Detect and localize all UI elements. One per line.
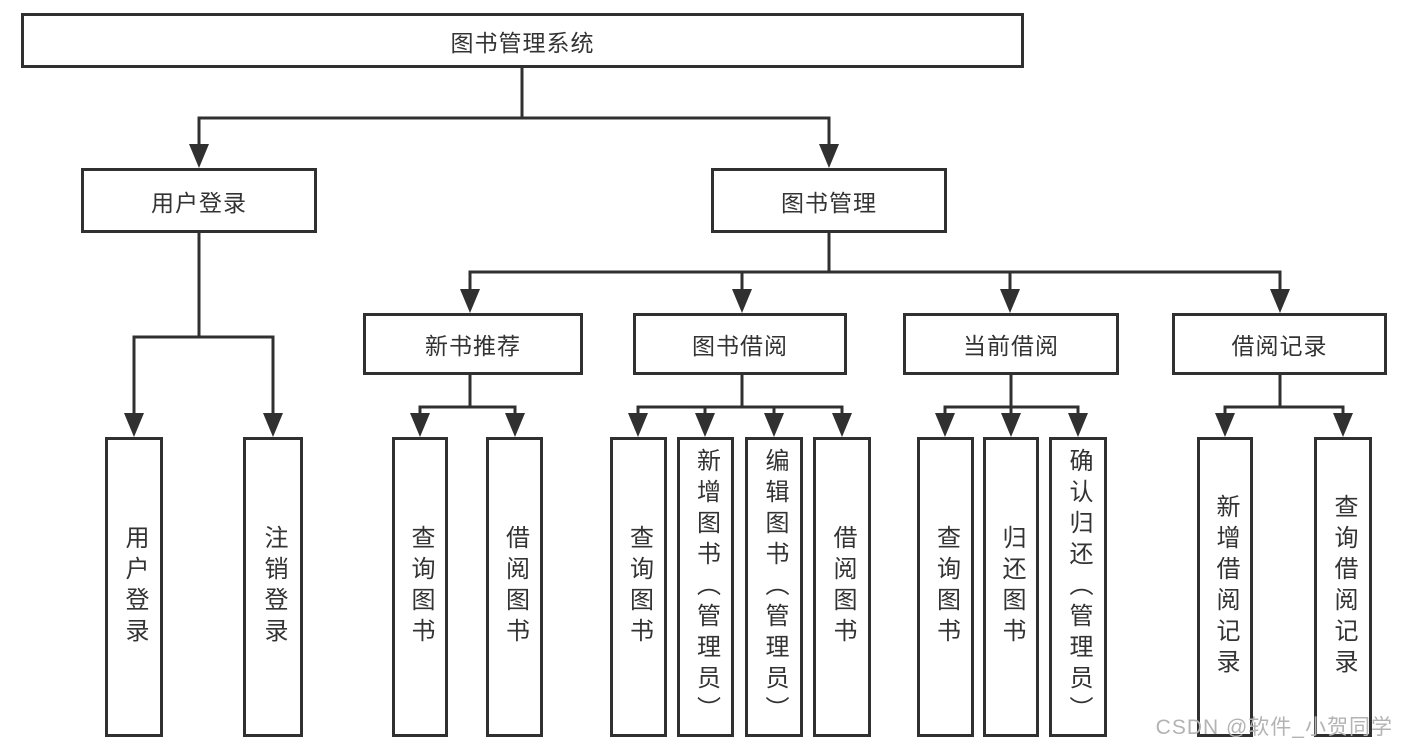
- node-user-login-branch-label: 用户登录: [151, 189, 247, 216]
- node-root-label: 图书管理系统: [450, 29, 595, 56]
- node-current-borrow: 当前借阅: [903, 313, 1119, 375]
- leaf-query-books-borrow-label: 查询图书: [625, 525, 653, 649]
- leaf-query-books-recommend: 查询图书: [392, 437, 448, 737]
- node-user-login-branch: 用户登录: [81, 168, 317, 233]
- leaf-borrow-books-recommend-label: 借阅图书: [501, 525, 529, 649]
- node-borrow-records-label: 借阅记录: [1231, 333, 1328, 359]
- leaf-borrow-books-recommend: 借阅图书: [486, 437, 543, 737]
- leaf-user-login: 用户登录: [105, 437, 163, 737]
- node-book-management-branch-label: 图书管理: [781, 189, 877, 216]
- leaf-borrow-book: 借阅图书: [813, 437, 871, 737]
- node-book-borrow: 图书借阅: [633, 313, 847, 375]
- leaf-query-books-recommend-label: 查询图书: [407, 525, 434, 649]
- leaf-add-borrow-record: 新增借阅记录: [1197, 437, 1253, 737]
- leaf-query-books-current-label: 查询图书: [932, 525, 960, 649]
- leaf-query-books-current: 查询图书: [917, 437, 974, 737]
- watermark: CSDN @软件_小贺同学: [1155, 716, 1393, 739]
- leaf-query-borrow-record-label: 查询借阅记录: [1330, 494, 1357, 680]
- leaf-logout: 注销登录: [243, 437, 303, 737]
- leaf-add-borrow-record-label: 新增借阅记录: [1212, 494, 1239, 680]
- leaf-query-borrow-record: 查询借阅记录: [1314, 437, 1372, 737]
- node-book-management-branch: 图书管理: [711, 168, 947, 233]
- leaf-user-login-label: 用户登录: [121, 525, 148, 649]
- node-new-book-recommend: 新书推荐: [363, 313, 583, 375]
- leaf-return-book: 归还图书: [983, 437, 1039, 737]
- leaf-borrow-book-label: 借阅图书: [829, 525, 856, 649]
- leaf-query-books-borrow: 查询图书: [610, 437, 667, 737]
- leaf-edit-book-admin: 编辑图书（管理员）: [745, 437, 803, 737]
- node-new-book-recommend-label: 新书推荐: [425, 333, 521, 359]
- leaf-return-book-label: 归还图书: [998, 525, 1025, 649]
- leaf-add-book-admin-label: 新增图书（管理员）: [692, 447, 720, 727]
- leaf-confirm-return-admin: 确认归还（管理员）: [1049, 437, 1107, 737]
- leaf-logout-label: 注销登录: [260, 525, 287, 649]
- leaf-add-book-admin: 新增图书（管理员）: [677, 437, 734, 737]
- node-root: 图书管理系统: [21, 13, 1024, 68]
- node-book-borrow-label: 图书借阅: [692, 333, 788, 359]
- leaf-edit-book-admin-label: 编辑图书（管理员）: [761, 447, 788, 727]
- leaf-confirm-return-admin-label: 确认归还（管理员）: [1065, 447, 1092, 727]
- node-current-borrow-label: 当前借阅: [963, 333, 1059, 359]
- node-borrow-records: 借阅记录: [1172, 313, 1387, 375]
